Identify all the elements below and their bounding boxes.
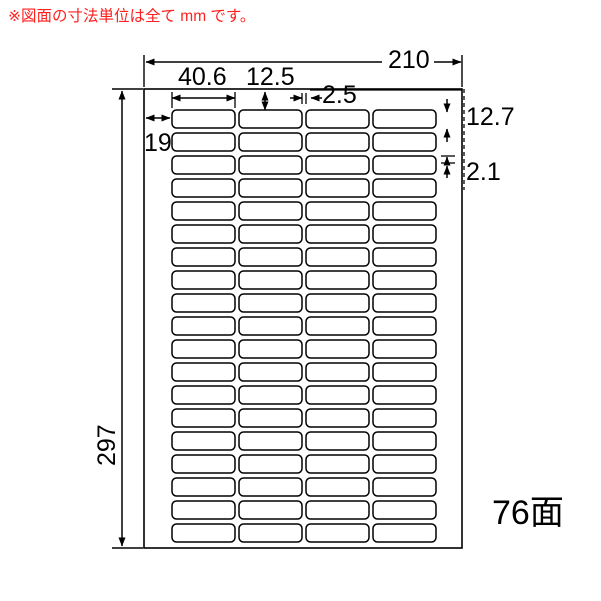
label-cell	[238, 201, 303, 221]
label-cell	[238, 316, 303, 336]
label-cell	[171, 224, 236, 244]
label-cell	[171, 339, 236, 359]
label-cell	[238, 454, 303, 474]
dimension-lines	[112, 55, 465, 549]
label-cell	[305, 247, 370, 267]
label-cell	[372, 132, 437, 152]
label-cell	[305, 224, 370, 244]
label-cell	[305, 362, 370, 382]
label-cell	[171, 178, 236, 198]
label-cell	[238, 339, 303, 359]
label-cell	[372, 523, 437, 543]
label-cell	[305, 201, 370, 221]
label-cell	[171, 109, 236, 129]
label-cell	[238, 247, 303, 267]
dimension-label-vertical-pitch: 12.5	[246, 63, 295, 91]
label-cell	[372, 247, 437, 267]
label-cell	[238, 385, 303, 405]
label-cell	[305, 477, 370, 497]
dimension-label-label-height: 12.7	[466, 103, 515, 131]
label-cell	[171, 362, 236, 382]
label-cell	[372, 224, 437, 244]
label-cell	[305, 293, 370, 313]
label-cell	[372, 431, 437, 451]
label-cell	[171, 316, 236, 336]
label-cell	[171, 385, 236, 405]
label-cell	[171, 477, 236, 497]
label-cell	[372, 500, 437, 520]
label-cell	[372, 316, 437, 336]
label-cell	[305, 270, 370, 290]
label-cell	[305, 109, 370, 129]
label-cell	[305, 385, 370, 405]
label-cell	[171, 293, 236, 313]
label-cell	[238, 109, 303, 129]
label-cell	[171, 500, 236, 520]
label-cell	[305, 178, 370, 198]
label-cell	[238, 293, 303, 313]
label-cell	[305, 431, 370, 451]
label-cell	[238, 523, 303, 543]
dimension-label-column-gap: 2.5	[322, 81, 357, 109]
label-cell	[171, 454, 236, 474]
label-cell	[372, 362, 437, 382]
label-count: 76面	[492, 494, 564, 532]
dimension-label-row-gap: 2.1	[466, 158, 501, 186]
label-cell	[372, 339, 437, 359]
label-cell	[372, 408, 437, 428]
label-cell	[372, 385, 437, 405]
label-cell	[305, 408, 370, 428]
label-cell	[372, 178, 437, 198]
label-cell	[171, 201, 236, 221]
label-cell	[305, 155, 370, 175]
dimension-label-sheet-height: 297	[93, 424, 121, 466]
label-cell	[238, 477, 303, 497]
dimension-label-left-margin: 19	[144, 129, 172, 157]
label-cell	[372, 477, 437, 497]
label-cell	[305, 132, 370, 152]
label-cell	[372, 454, 437, 474]
label-cell	[171, 132, 236, 152]
label-cell	[305, 523, 370, 543]
label-cell	[171, 155, 236, 175]
label-cell	[305, 454, 370, 474]
label-cell	[372, 155, 437, 175]
label-cell	[372, 270, 437, 290]
dimension-label-sheet-width: 210	[388, 46, 430, 74]
label-grid	[171, 109, 437, 543]
unit-note: ※図面の寸法単位は全て mm です。	[8, 8, 256, 25]
label-cell	[238, 155, 303, 175]
label-cell	[305, 316, 370, 336]
label-cell	[171, 523, 236, 543]
label-cell	[305, 339, 370, 359]
label-cell	[238, 408, 303, 428]
label-cell	[238, 362, 303, 382]
label-cell	[238, 224, 303, 244]
label-cell	[305, 500, 370, 520]
label-cell	[171, 270, 236, 290]
label-cell	[238, 431, 303, 451]
label-cell	[171, 431, 236, 451]
label-cell	[238, 132, 303, 152]
label-cell	[372, 293, 437, 313]
label-cell	[372, 201, 437, 221]
label-cell	[238, 178, 303, 198]
dimension-label-label-width: 40.6	[178, 63, 227, 91]
label-cell	[238, 500, 303, 520]
label-cell	[171, 408, 236, 428]
label-cell	[372, 109, 437, 129]
label-cell	[238, 270, 303, 290]
label-cell	[171, 247, 236, 267]
